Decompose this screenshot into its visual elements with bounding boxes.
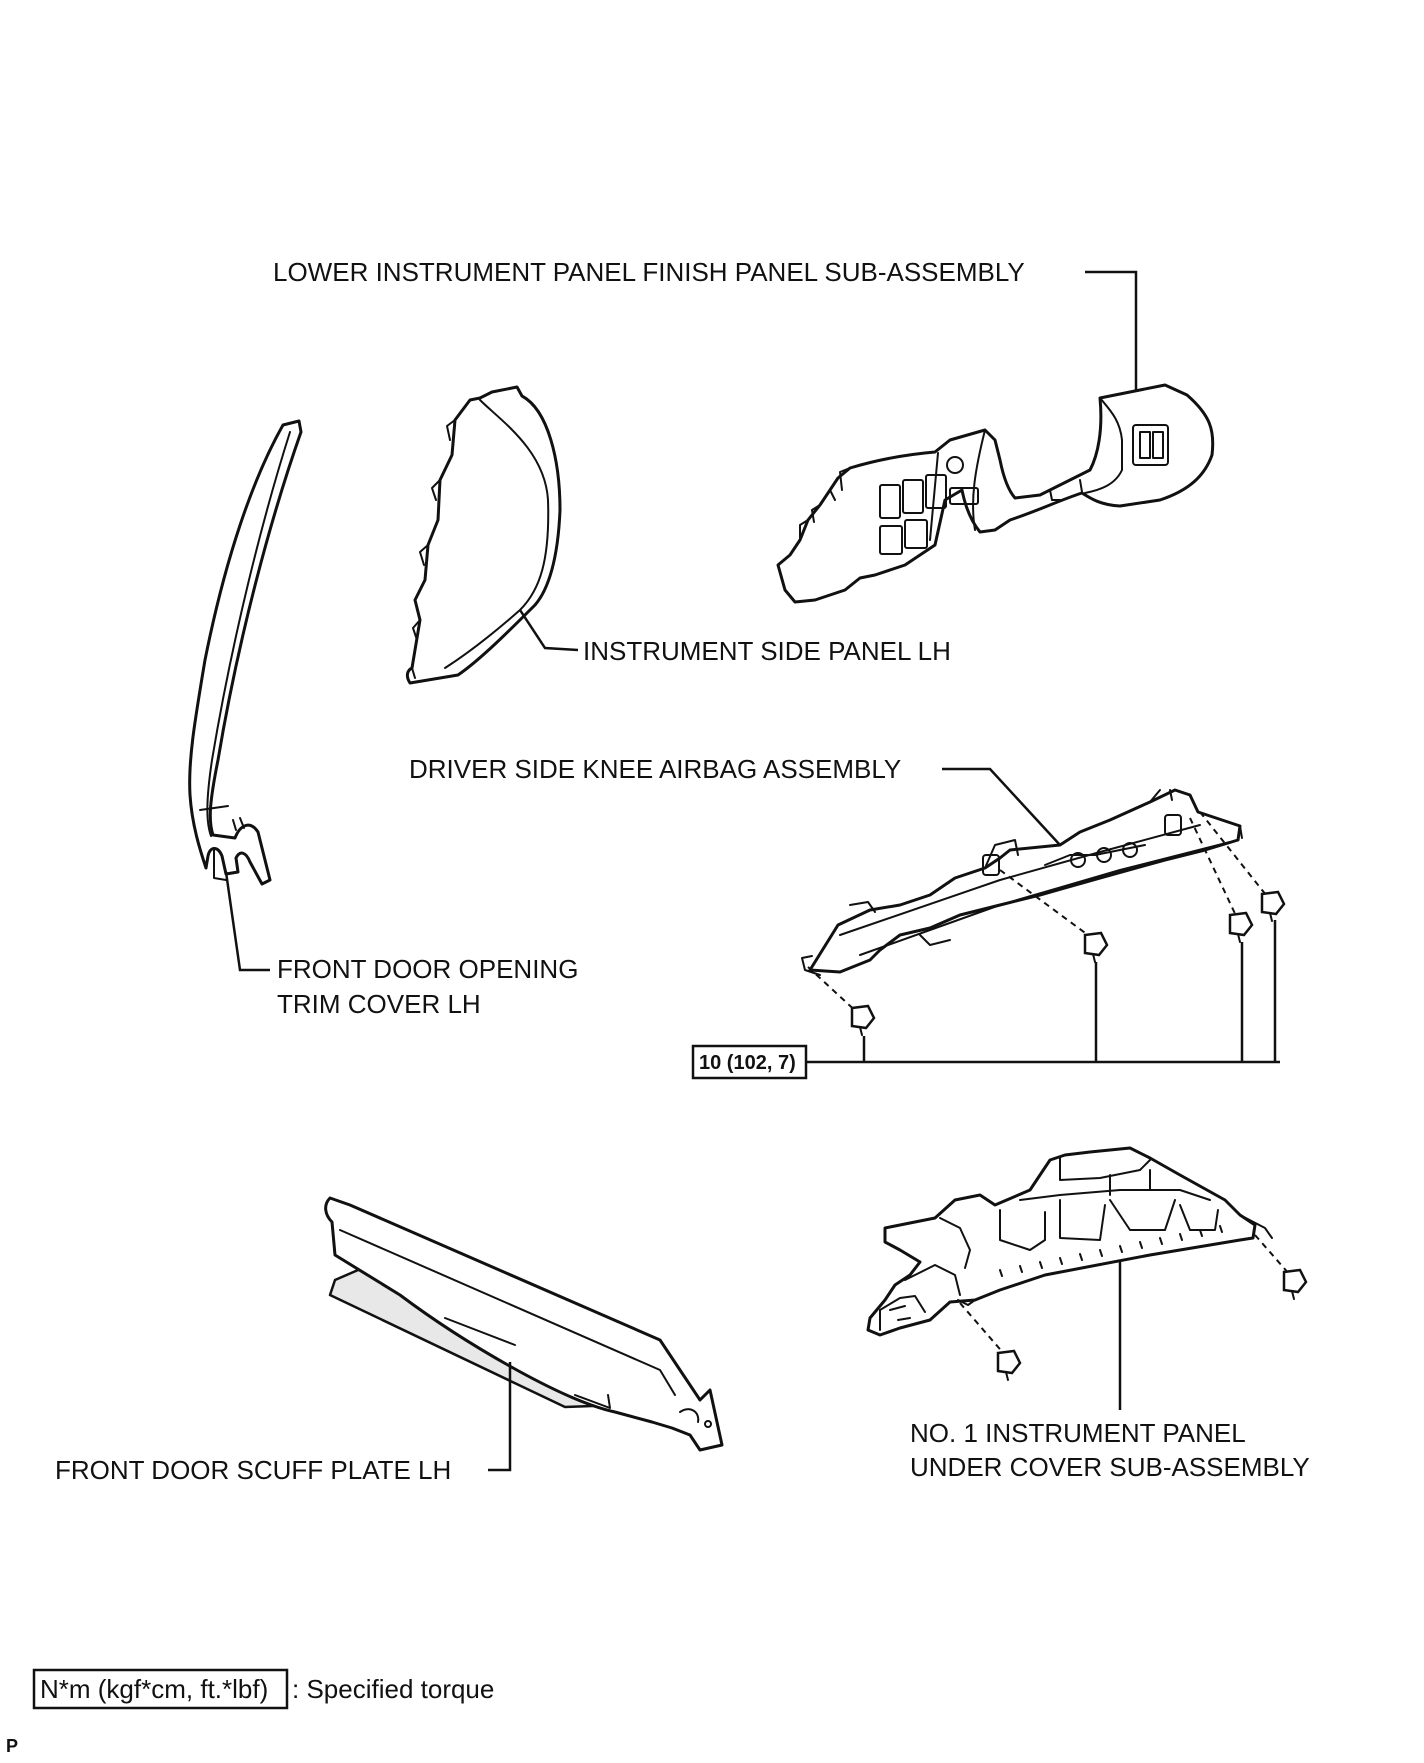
legend-box-text: N*m (kgf*cm, ft.*lbf) [40, 1674, 268, 1704]
bolt [996, 1349, 1022, 1381]
bolt [850, 1004, 876, 1036]
torque-spec-value: 10 (102, 7) [699, 1052, 796, 1074]
front-door-scuff-plate [324, 1196, 724, 1452]
label-door-opening-trim-line2: TRIM COVER LH [277, 989, 481, 1019]
bolt [1228, 911, 1254, 943]
under-cover-sub-assembly [866, 1146, 1273, 1337]
label-under-cover-line1: NO. 1 INSTRUMENT PANEL [910, 1418, 1246, 1448]
label-under-cover-line2: UNDER COVER SUB-ASSEMBLY [910, 1452, 1310, 1482]
label-instrument-side-panel: INSTRUMENT SIDE PANEL LH [583, 636, 951, 666]
label-scuff-plate: FRONT DOOR SCUFF PLATE LH [55, 1455, 451, 1485]
lower-finish-panel [776, 383, 1215, 604]
bolt [1260, 890, 1286, 922]
label-door-opening-trim-line1: FRONT DOOR OPENING [277, 954, 578, 984]
front-door-opening-trim-cover [188, 419, 303, 886]
corner-mark: P [6, 1736, 18, 1756]
torque-spec: 10 (102, 7) [691, 1044, 808, 1080]
instrument-side-panel [405, 385, 562, 685]
bolt [1083, 931, 1109, 963]
label-knee-airbag: DRIVER SIDE KNEE AIRBAG ASSEMBLY [409, 754, 901, 784]
knee-airbag-assembly [801, 788, 1243, 976]
legend-description: : Specified torque [292, 1674, 494, 1704]
torque-legend: N*m (kgf*cm, ft.*lbf) : Specified torque [32, 1668, 494, 1710]
label-lower-finish-panel: LOWER INSTRUMENT PANEL FINISH PANEL SUB-… [273, 257, 1025, 287]
bolt [1282, 1268, 1308, 1300]
